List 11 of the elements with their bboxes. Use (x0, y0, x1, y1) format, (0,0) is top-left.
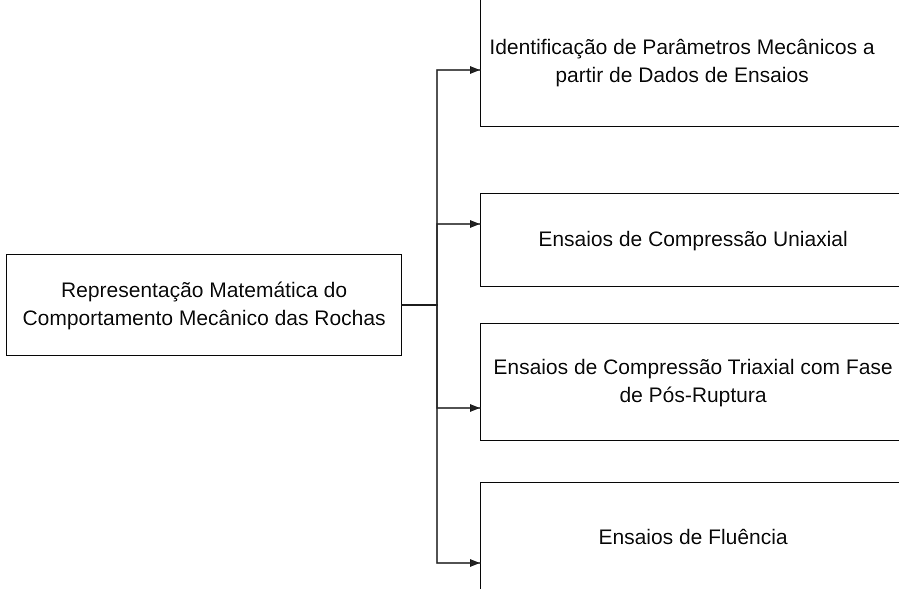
box-label: Ensaios de Fluência (598, 524, 788, 550)
process-box (480, 323, 899, 441)
process-box (480, 482, 899, 589)
box-label: Ensaios de Compressão Triaxial com Fase de Pós-Ruptura (492, 355, 894, 409)
connector-arrow (402, 304, 480, 567)
box-label: Representação Matemática do Comportamento Mecânico das Rochas (21, 278, 386, 332)
process-box (6, 254, 402, 356)
process-box (480, 193, 899, 287)
box-label: Identificação de Parâmetros Mecânicos a partir de Dados de Ensaios (489, 35, 875, 89)
process-box (480, 0, 899, 127)
box-label: Ensaios de Compressão Uniaxial (538, 227, 848, 253)
